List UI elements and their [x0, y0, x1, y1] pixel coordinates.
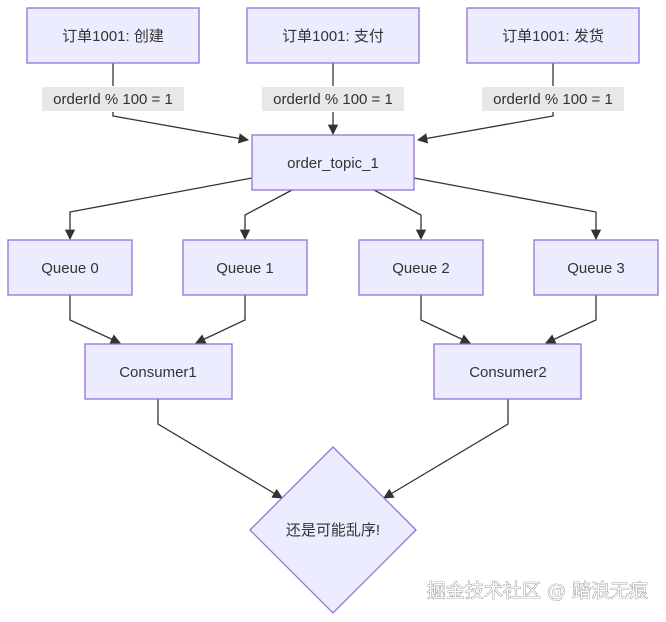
node-consumer-2: Consumer2 — [433, 343, 582, 400]
edge-label-ship: orderId % 100 = 1 — [482, 87, 624, 111]
svg-text:Queue 0: Queue 0 — [41, 260, 99, 277]
svg-text:order_topic_1: order_topic_1 — [287, 155, 379, 172]
node-order-pay: 订单1001: 支付 — [246, 7, 420, 64]
edge-topic-to-queue3 — [413, 177, 602, 241]
watermark-text: 掘金技术社区 @ 踏浪无痕 — [427, 580, 648, 602]
node-queue-2: Queue 2 — [358, 239, 484, 296]
edge-topic-to-queue1 — [239, 189, 293, 241]
svg-text:orderId % 100 = 1: orderId % 100 = 1 — [53, 91, 173, 108]
node-result-decision: 还是可能乱序! — [249, 446, 417, 614]
svg-text:Queue 2: Queue 2 — [392, 260, 450, 277]
node-consumer-1: Consumer1 — [84, 343, 233, 400]
node-queue-0: Queue 0 — [7, 239, 133, 296]
edge-topic-to-queue2 — [373, 189, 427, 241]
svg-text:订单1001: 创建: 订单1001: 创建 — [62, 28, 164, 45]
edge-topic-to-queue0 — [64, 177, 253, 241]
node-queue-1: Queue 1 — [182, 239, 308, 296]
svg-text:还是可能乱序!: 还是可能乱序! — [286, 522, 380, 539]
edge-consumer1-to-result — [157, 399, 283, 499]
svg-text:orderId % 100 = 1: orderId % 100 = 1 — [493, 91, 613, 108]
edge-ship-to-topic — [418, 63, 554, 140]
node-queue-3: Queue 3 — [533, 239, 659, 296]
svg-text:Consumer2: Consumer2 — [469, 364, 547, 381]
svg-text:Consumer1: Consumer1 — [119, 364, 197, 381]
node-order-topic: order_topic_1 — [251, 134, 415, 191]
edge-queue0-to-consumer1 — [69, 295, 121, 344]
svg-text:订单1001: 支付: 订单1001: 支付 — [282, 28, 384, 45]
node-order-ship: 订单1001: 发货 — [466, 7, 640, 64]
edge-create-to-topic — [112, 63, 248, 140]
edge-label-pay: orderId % 100 = 1 — [262, 87, 404, 111]
edge-label-create: orderId % 100 = 1 — [42, 87, 184, 111]
edge-consumer2-to-result — [383, 399, 509, 499]
svg-text:订单1001: 发货: 订单1001: 发货 — [502, 28, 604, 45]
node-order-create: 订单1001: 创建 — [26, 7, 200, 64]
edge-queue2-to-consumer2 — [420, 295, 471, 344]
svg-text:Queue 1: Queue 1 — [216, 260, 274, 277]
edge-queue3-to-consumer2 — [545, 295, 597, 344]
svg-text:Queue 3: Queue 3 — [567, 260, 625, 277]
edge-queue1-to-consumer1 — [195, 295, 246, 344]
svg-text:orderId % 100 = 1: orderId % 100 = 1 — [273, 91, 393, 108]
